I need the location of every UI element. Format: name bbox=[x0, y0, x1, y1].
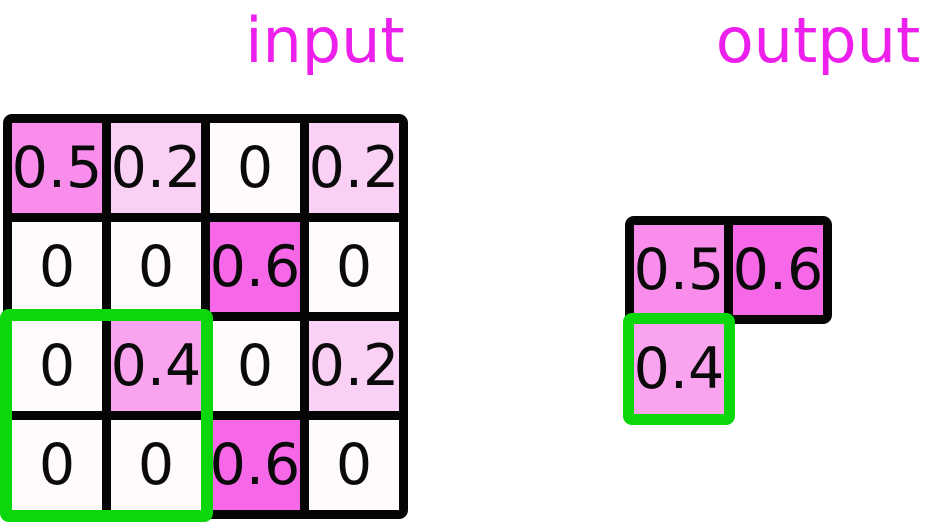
input-cell-r1c2: 0.2 bbox=[111, 123, 201, 213]
input-cell-r3c2: 0.4 bbox=[111, 321, 201, 411]
input-cell-r4c1: 0 bbox=[12, 420, 102, 510]
input-cell-r3c4: 0.2 bbox=[309, 321, 399, 411]
input-cell-r3c3: 0 bbox=[210, 321, 300, 411]
input-cell-r3c1: 0 bbox=[12, 321, 102, 411]
output-title: output bbox=[715, 4, 921, 77]
input-cell-r4c2: 0 bbox=[111, 420, 201, 510]
output-cell-r1c2: 0.6 bbox=[733, 225, 823, 315]
input-cell-r2c4: 0 bbox=[309, 222, 399, 312]
input-cell-r1c1: 0.5 bbox=[12, 123, 102, 213]
input-cell-r4c3: 0.6 bbox=[210, 420, 300, 510]
input-cell-r2c2: 0 bbox=[111, 222, 201, 312]
input-cell-r4c4: 0 bbox=[309, 420, 399, 510]
output-grid: 0.5 0.6 bbox=[625, 216, 832, 324]
input-cell-r2c3: 0.6 bbox=[210, 222, 300, 312]
input-title: input bbox=[245, 4, 405, 77]
input-cell-r1c3: 0 bbox=[210, 123, 300, 213]
input-cell-r1c4: 0.2 bbox=[309, 123, 399, 213]
output-cell-r1c1: 0.5 bbox=[634, 225, 724, 315]
output-cell-highlighted: 0.4 bbox=[623, 313, 735, 425]
pooling-window-highlight bbox=[0, 309, 213, 522]
input-grid: 0.5 0.2 0 0.2 0 0 0.6 0 0 0.4 0 0.2 0 0 … bbox=[3, 114, 408, 519]
input-cell-r2c1: 0 bbox=[12, 222, 102, 312]
